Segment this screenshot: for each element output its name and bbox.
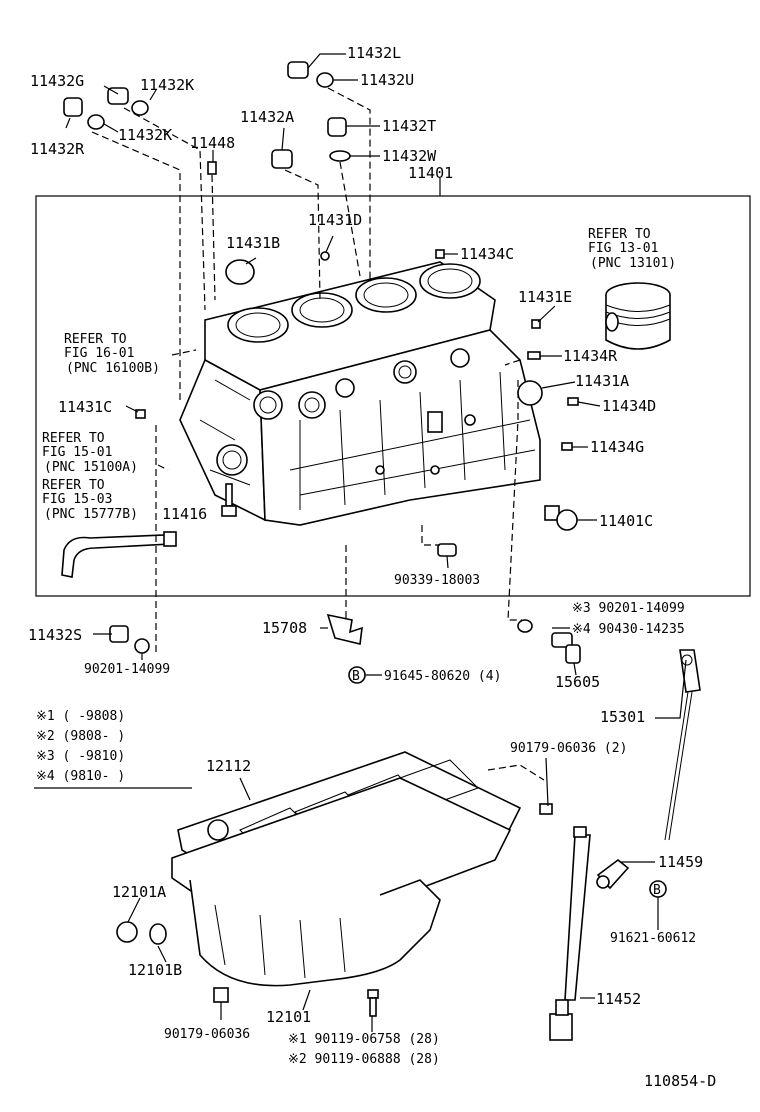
- label-11432T: 11432T: [382, 117, 436, 135]
- label-15708: 15708: [262, 619, 307, 637]
- leader-lines: [65, 53, 687, 1032]
- label-bolt-2: ※2 90119-06888 (28): [288, 1052, 440, 1067]
- label-11434C: 11434C: [460, 245, 514, 263]
- label-12112: 12112: [206, 757, 251, 775]
- ref-fig15b-3: (PNC 15777B): [44, 507, 138, 522]
- ref-fig15a-1: REFER TO: [42, 431, 105, 446]
- label-11432G: 11432G: [30, 72, 84, 90]
- label-11434D: 11434D: [602, 397, 656, 415]
- washer-mark-91621: B: [653, 883, 661, 898]
- label-11448: 11448: [190, 134, 235, 152]
- label-12101B: 12101B: [128, 961, 182, 979]
- label-11432K-top: 11432K: [140, 76, 194, 94]
- ref-fig15a-2: FIG 15-01: [42, 445, 112, 460]
- legend-3: ※3 ( -9810): [36, 749, 125, 764]
- reference-notes: REFER TO FIG 13-01 (PNC 13101) REFER TO …: [42, 227, 676, 522]
- legend-2: ※2 (9808- ): [36, 729, 125, 744]
- legend-1: ※1 ( -9808): [36, 709, 125, 724]
- label-11432S: 11432S: [28, 626, 82, 644]
- dipstick-drawing: [664, 649, 701, 841]
- ref-piston-3: (PNC 13101): [590, 256, 676, 271]
- label-11459: 11459: [658, 853, 703, 871]
- label-11432W: 11432W: [382, 147, 437, 165]
- label-90201-14099-left: 90201-14099: [84, 662, 170, 677]
- label-11434G: 11434G: [590, 438, 644, 456]
- washer-mark-91645: B: [352, 669, 360, 684]
- label-11434R: 11434R: [563, 347, 618, 365]
- legend: ※1 ( -9808) ※2 (9808- ) ※3 ( -9810) ※4 (…: [34, 709, 192, 789]
- label-11432K-mid: 11432K: [118, 126, 172, 144]
- ref-fig16-2: FIG 16-01: [64, 346, 134, 361]
- label-11452: 11452: [596, 990, 641, 1008]
- ref-fig16-1: REFER TO: [64, 332, 127, 347]
- label-11432U: 11432U: [360, 71, 414, 89]
- label-11431C: 11431C: [58, 398, 112, 416]
- label-11431E: 11431E: [518, 288, 572, 306]
- ref-fig15a-3: (PNC 15100A): [44, 460, 138, 475]
- label-11431D: 11431D: [308, 211, 362, 229]
- dashed-leaders: [91, 87, 545, 781]
- ref-fig15b-2: FIG 15-03: [42, 492, 112, 507]
- label-90179-06036-2: 90179-06036 (2): [510, 741, 627, 756]
- label-91645-80620: 91645-80620 (4): [384, 669, 501, 684]
- label-11401: 11401: [408, 164, 453, 182]
- label-11432R: 11432R: [30, 140, 85, 158]
- part-labels: 11432L 11432U 11432G 11432K 11432R 11432…: [28, 44, 716, 1090]
- label-90339-18003: 90339-18003: [394, 573, 480, 588]
- legend-4: ※4 (9810- ): [36, 769, 125, 784]
- small-parts: [61, 61, 667, 1017]
- label-15301: 15301: [600, 708, 645, 726]
- cylinder-block-drawing: [179, 261, 541, 526]
- ref-piston-2: FIG 13-01: [588, 241, 658, 256]
- label-11416: 11416: [162, 505, 207, 523]
- ref-fig16-3: (PNC 16100B): [66, 361, 160, 376]
- label-note4: ※4 90430-14235: [572, 622, 685, 637]
- label-11431A: 11431A: [575, 372, 629, 390]
- label-12101A: 12101A: [112, 883, 166, 901]
- ref-fig15b-1: REFER TO: [42, 478, 105, 493]
- label-11401C: 11401C: [599, 512, 653, 530]
- diagram-id: 110854-D: [644, 1072, 716, 1090]
- washer-marks: B B: [352, 669, 661, 898]
- label-11432L: 11432L: [347, 44, 401, 62]
- piston-drawing: [605, 282, 671, 350]
- ref-piston-1: REFER TO: [588, 227, 651, 242]
- label-note3: ※3 90201-14099: [572, 601, 685, 616]
- oil-pan-drawing: [171, 777, 512, 987]
- label-12101: 12101: [266, 1008, 311, 1026]
- label-91621-60612: 91621-60612: [610, 931, 696, 946]
- label-15605: 15605: [555, 673, 600, 691]
- label-90179-06036-bottom: 90179-06036: [164, 1027, 250, 1042]
- dipstick-guide-drawing: [596, 858, 630, 890]
- label-bolt-1: ※1 90119-06758 (28): [288, 1032, 440, 1047]
- block-assembly-frame: [35, 195, 751, 597]
- label-11431B: 11431B: [226, 234, 280, 252]
- label-11432A: 11432A: [240, 108, 294, 126]
- oil-strainer-pipe-drawing: [549, 826, 591, 1041]
